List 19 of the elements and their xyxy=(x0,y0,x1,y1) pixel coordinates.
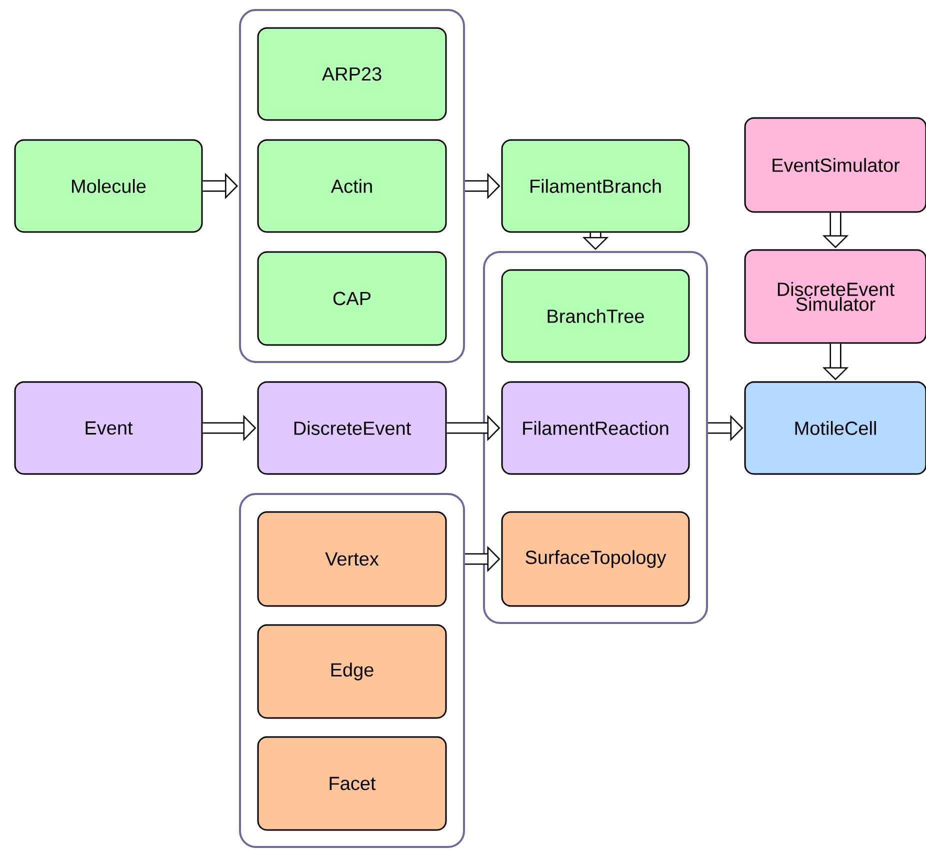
group-frame xyxy=(239,493,465,848)
class-box: EventSimulator xyxy=(744,117,926,213)
class-box: FilamentBranch xyxy=(501,139,690,233)
class-box: Vertex xyxy=(257,511,447,607)
class-box: Molecule xyxy=(14,139,203,233)
class-box: MotileCell xyxy=(744,381,926,475)
class-box: ARP23 xyxy=(257,27,447,121)
class-box: DiscreteEvent Simulator xyxy=(744,249,926,344)
class-box: Edge xyxy=(257,624,447,719)
class-box: Actin xyxy=(257,139,447,233)
class-box: SurfaceTopology xyxy=(501,511,690,607)
class-box: DiscreteEvent xyxy=(257,381,447,475)
class-box: FilamentReaction xyxy=(501,381,690,475)
class-box: Event xyxy=(14,381,203,475)
class-box: BranchTree xyxy=(501,269,690,363)
class-box: CAP xyxy=(257,251,447,346)
group-frame xyxy=(239,9,465,363)
group-frame xyxy=(483,251,708,624)
class-box: Facet xyxy=(257,736,447,831)
